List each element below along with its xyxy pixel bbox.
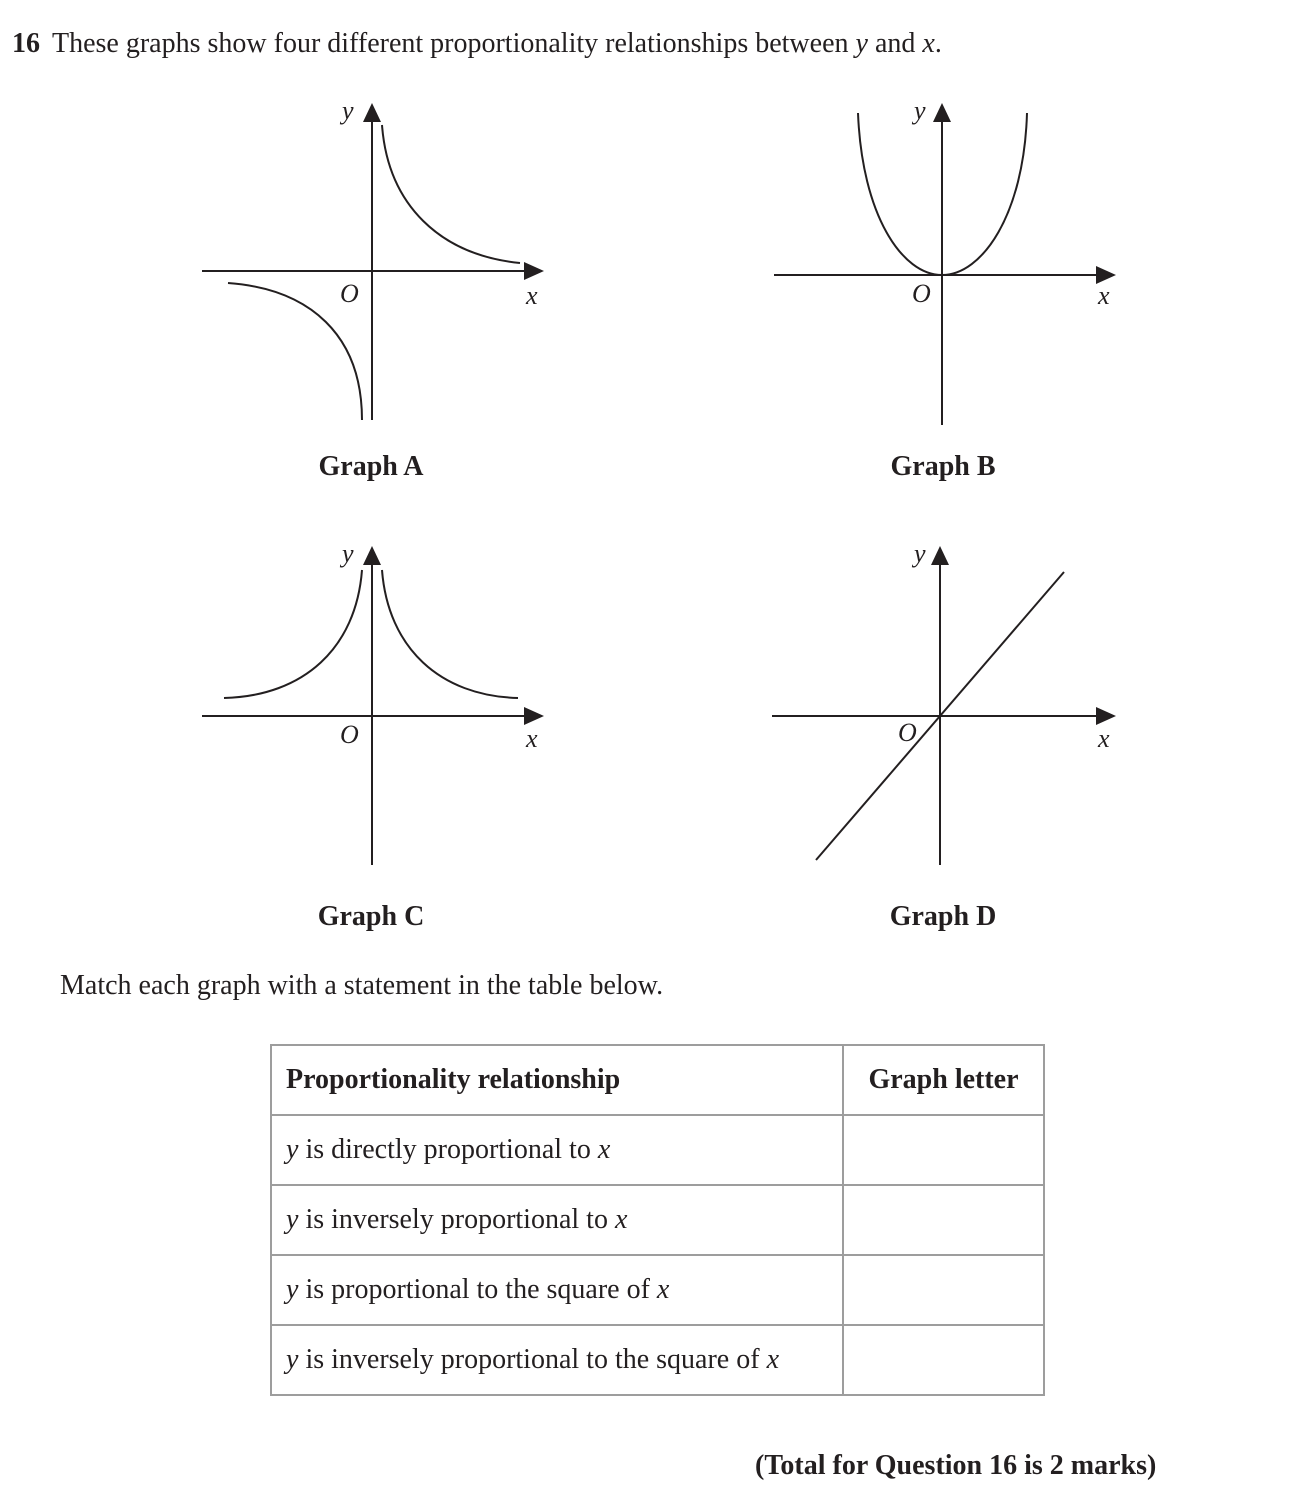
graph-d-svg (772, 546, 1116, 865)
graph-a-x-arrow (524, 262, 544, 280)
row-var-x: x (766, 1344, 779, 1375)
table-row: y is proportional to the square of x (270, 1254, 1045, 1326)
header-relationship: Proportionality relationship (270, 1044, 844, 1116)
graph-d-line (815, 571, 1065, 861)
instruction-text: Match each graph with a statement in the… (60, 970, 664, 1001)
graph-c-curve-right (381, 569, 519, 699)
graph-c-x-label: x (526, 724, 538, 753)
graph-c-x-arrow (524, 707, 544, 725)
graph-letter-answer-cell[interactable] (842, 1254, 1045, 1326)
graph-a: y O x (190, 95, 560, 435)
row-text: is proportional to the square of (298, 1274, 657, 1305)
graph-c-title: Graph C (317, 901, 425, 932)
graph-a-origin-label: O (340, 279, 359, 308)
graph-d-y-arrow (931, 546, 949, 565)
graph-d-y-label: y (914, 539, 926, 568)
graph-b: y O x (762, 95, 1132, 435)
row-var-x: x (656, 1274, 670, 1305)
graph-b-svg (774, 103, 1116, 425)
row-text: is inversely proportional to the square … (298, 1344, 767, 1375)
relationship-cell: y is directly proportional to x (270, 1114, 844, 1186)
graph-c-curve-left (223, 569, 363, 699)
graph-d-origin-label: O (898, 718, 917, 747)
graph-c-origin-label: O (340, 720, 359, 749)
graph-a-curve-upper (381, 124, 521, 264)
header-graph-letter: Graph letter (842, 1044, 1045, 1116)
graph-b-title: Graph B (890, 451, 996, 482)
graph-a-title: Graph A (318, 451, 424, 482)
graph-b-y-label: y (914, 96, 926, 125)
graph-letter-answer-cell[interactable] (842, 1184, 1045, 1256)
matching-table: Proportionality relationship Graph lette… (270, 1044, 1045, 1396)
graph-c-y-arrow (363, 546, 381, 565)
question-var-y: y (855, 28, 868, 59)
row-var-y: y (286, 1204, 299, 1235)
row-var-y: y (286, 1134, 299, 1165)
question-text-end: . (934, 28, 942, 59)
graph-letter-answer-cell[interactable] (842, 1324, 1045, 1396)
graph-a-y-arrow (363, 103, 381, 122)
graph-a-curve-lower (227, 282, 363, 421)
graph-d-x-arrow (1096, 707, 1116, 725)
graph-a-svg (202, 103, 544, 421)
row-var-y: y (286, 1344, 299, 1375)
graph-d-title: Graph D (889, 901, 997, 932)
question-text-and: and (867, 28, 923, 59)
table-row: y is inversely proportional to the squar… (270, 1324, 1045, 1396)
question-text: 16 These graphs show four different propo… (12, 28, 942, 60)
graph-c: y O x (190, 538, 560, 878)
graph-d: y O x (762, 538, 1132, 878)
graph-b-curve (857, 112, 1028, 277)
row-var-x: x (614, 1204, 628, 1235)
table-header-row: Proportionality relationship Graph lette… (270, 1044, 1045, 1116)
relationship-cell: y is inversely proportional to the squar… (270, 1324, 844, 1396)
row-var-y: y (286, 1274, 299, 1305)
row-text: is directly proportional to (298, 1134, 598, 1165)
graph-b-x-arrow (1096, 266, 1116, 284)
relationship-cell: y is inversely proportional to x (270, 1184, 844, 1256)
total-marks: (Total for Question 16 is 2 marks) (755, 1450, 1157, 1481)
graph-d-x-label: x (1098, 724, 1110, 753)
table-row: y is inversely proportional to x (270, 1184, 1045, 1256)
relationship-cell: y is proportional to the square of x (270, 1254, 844, 1326)
graph-c-svg (202, 546, 544, 865)
row-text: is inversely proportional to (298, 1204, 615, 1235)
table-row: y is directly proportional to x (270, 1114, 1045, 1186)
graph-b-x-label: x (1098, 281, 1110, 310)
graph-c-y-label: y (342, 539, 354, 568)
question-number: 16 (12, 28, 40, 59)
graph-letter-answer-cell[interactable] (842, 1114, 1045, 1186)
graph-b-origin-label: O (912, 279, 931, 308)
graph-b-y-arrow (933, 103, 951, 122)
question-var-x: x (922, 28, 935, 59)
graph-a-y-label: y (342, 96, 354, 125)
question-text-prefix: These graphs show four different proport… (52, 28, 856, 59)
graph-a-x-label: x (526, 281, 538, 310)
row-var-x: x (597, 1134, 611, 1165)
